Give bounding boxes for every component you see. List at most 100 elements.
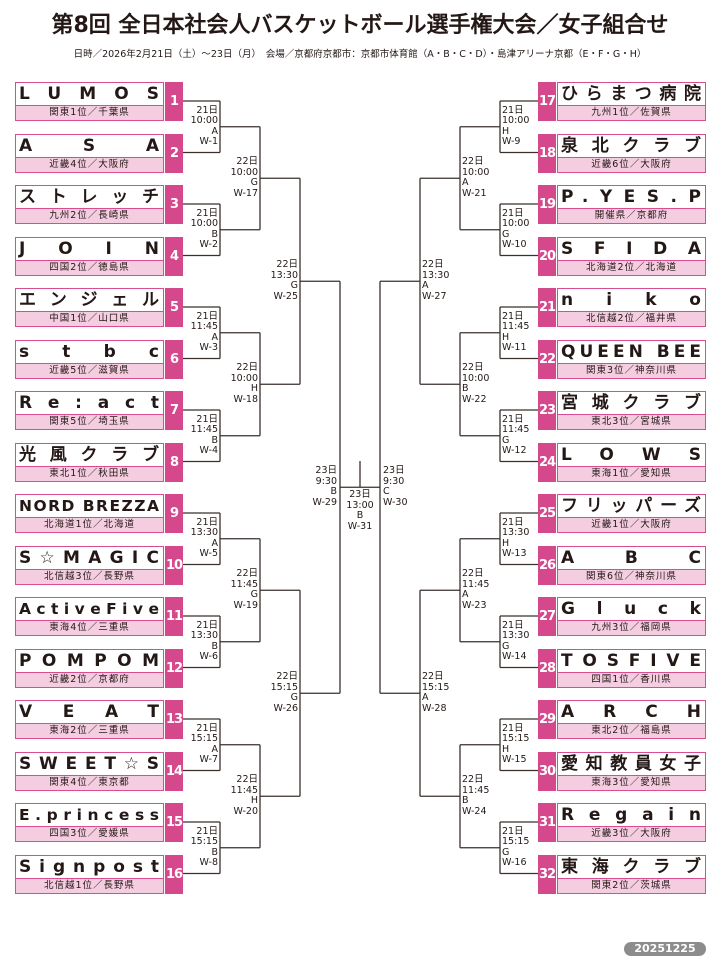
match-day: 21日 [196,516,218,528]
seed-number: 4 [165,236,183,276]
team-name-box: 東海クラブ [557,854,706,878]
seed-number: 30 [538,751,556,791]
match-day: 23日 [383,465,405,477]
seed-number: 9 [165,494,183,533]
seed-number: 17 [538,82,556,121]
team-entry: VEAT 東海2位／三重県 13 [15,700,183,739]
match-time: 11:45 [230,578,258,590]
team-name: S☆MAGIC [19,547,164,568]
team-entry: S☆MAGIC 北信越3位／長野県 10 [15,545,183,585]
match-time: 10:00 [462,372,490,384]
match-court: G [502,228,510,240]
team-region: 近畿6位／大阪府 [557,156,706,173]
seed-number: 15 [165,803,183,842]
team-name: SWEET☆S [19,753,164,774]
match-time: 11:45 [502,424,530,436]
match-number: W-16 [502,857,527,869]
team-region: 九州3位／福岡県 [557,620,706,636]
match-court: H [502,331,510,343]
match-time: 13:30 [190,527,218,539]
match-time: 10:00 [190,218,218,230]
match-day: 22日 [422,671,444,683]
team-name-box: POMPOM [15,648,164,672]
match-number: W-10 [502,239,527,251]
team-entry: E.princess 四国3位／愛媛県 15 [15,803,183,842]
team-name-box: LOWS [557,442,706,466]
seed-number: 10 [165,545,183,585]
match-time: 9:30 [315,475,337,487]
seed-number: 20 [538,236,556,276]
seed-number: 32 [538,854,556,894]
match-number: W-22 [462,393,487,405]
team-name-box: SFIDA [557,236,706,260]
team-region: 東北3位／宮城県 [557,414,706,430]
team-entry: 愛知教員女子 東海3位／愛知県 30 [538,751,706,791]
seed-number: 26 [538,545,556,585]
seed-number: 22 [538,339,556,379]
team-entry: Signpost 北信越1位／長野県 16 [15,854,183,894]
team-entry: ActiveFive 東海4位／三重県 11 [15,597,183,636]
team-name: 愛知教員女子 [561,753,706,774]
match-court: G [250,177,258,189]
match-day: 21日 [502,207,524,219]
match-number: W-20 [233,805,258,817]
team-region: 関東6位／神奈川県 [557,568,706,585]
team-region: 東北2位／福島県 [557,723,706,739]
team-name: ABC [561,547,701,568]
team-entry: Gluck 九州3位／福岡県 27 [538,597,706,636]
team-name: stbc [19,341,159,362]
match-time: 13:30 [502,527,530,539]
match-court: G [290,692,298,704]
team-region: 東海1位／愛知県 [557,465,706,482]
match-day: 22日 [276,259,298,271]
team-entry: ABC 関東6位／神奈川県 26 [538,545,706,585]
match-day: 22日 [462,774,484,786]
seed-number: 21 [538,288,556,327]
team-entry: P.YES.P 開催県／京都府 19 [538,185,706,224]
seed-number: 8 [165,442,183,482]
match-day: 22日 [236,156,258,168]
match-court: H [250,795,258,807]
match-time: 10:00 [190,115,218,127]
match-number: W-15 [502,754,527,766]
seed-number: 14 [165,751,183,791]
team-name-box: ASA [15,133,164,157]
match-number: W-6 [199,651,218,663]
seed-number: 5 [165,288,183,327]
team-name: 光風クラブ [19,444,164,465]
match-court: A [462,589,469,601]
team-entry: ひらまつ病院 九州1位／佐賀県 17 [538,82,706,121]
match-number: W-21 [462,187,487,199]
match-court: A [422,280,429,292]
team-region: 東海3位／愛知県 [557,774,706,791]
team-name-box: Signpost [15,854,164,878]
match-number: W-27 [422,290,447,302]
match-court: B [462,383,469,395]
team-name-box: P.YES.P [557,185,706,208]
match-court: A [422,692,429,704]
team-entry: 光風クラブ 東北1位／秋田県 8 [15,442,183,482]
match-court: A [462,177,469,189]
team-name: NORD BREZZA [19,497,161,515]
match-number: W-1 [199,136,218,148]
match-court: B [211,434,218,446]
match-time: 11:45 [502,321,530,333]
match-time: 13:30 [502,630,530,642]
match-court: H [502,537,510,549]
match-number: W-26 [273,702,298,714]
match-time: 10:00 [502,115,530,127]
match-day: 21日 [196,413,218,425]
match-time: 15:15 [270,681,298,693]
team-entry: niko 北信越2位／福井県 21 [538,288,706,327]
match-day: 21日 [502,516,524,528]
team-name: SFIDA [561,238,706,259]
team-name-box: TOSFIVE [557,648,706,672]
